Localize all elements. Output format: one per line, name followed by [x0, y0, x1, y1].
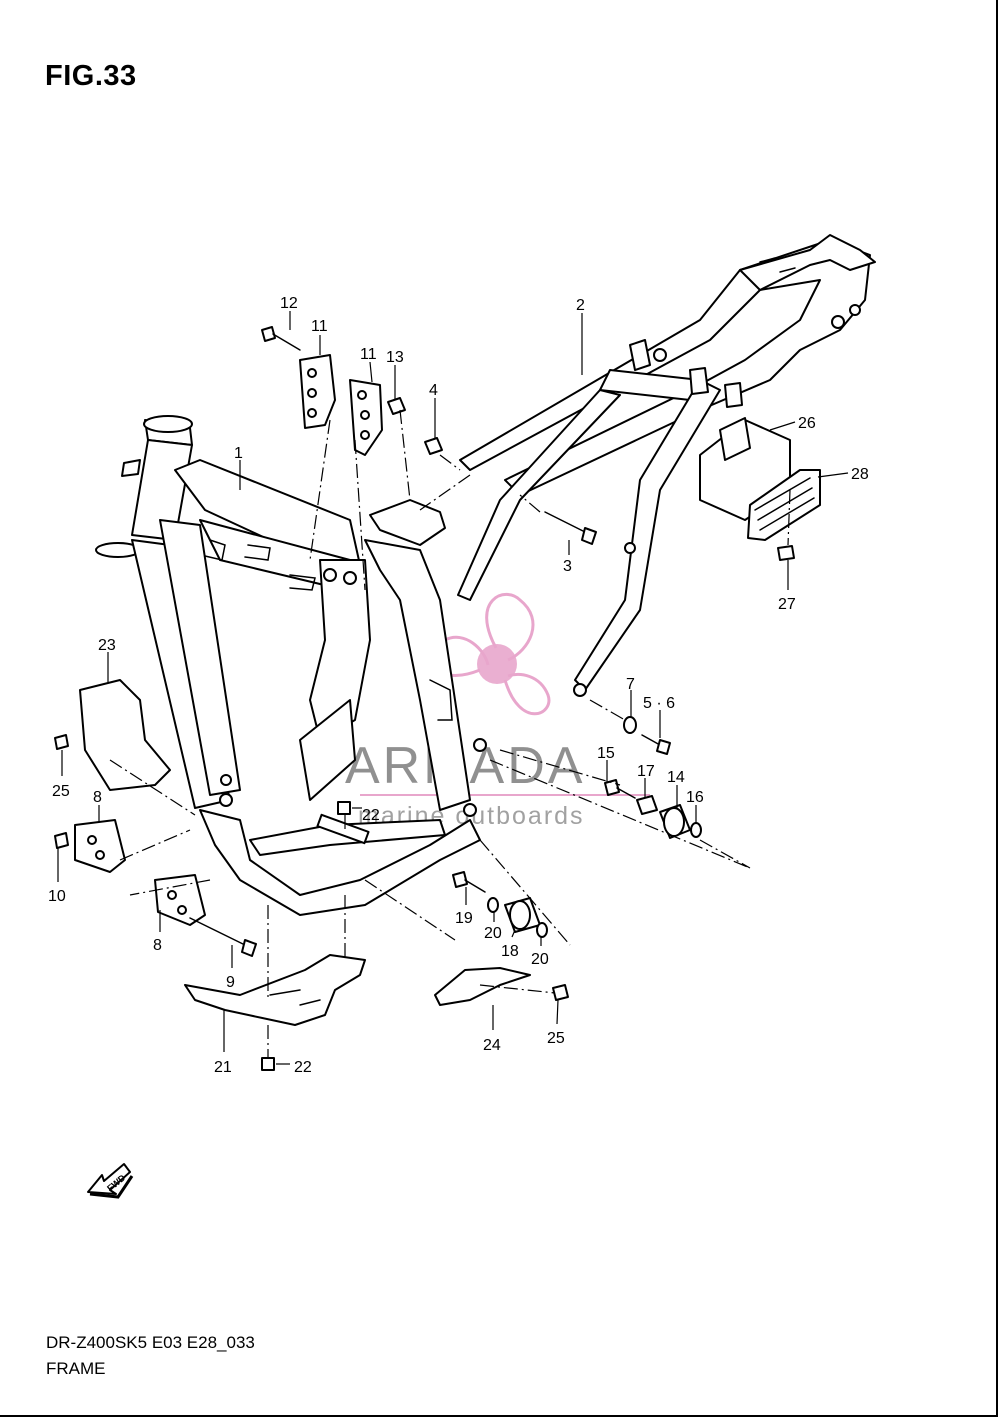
callout-20-right: 20	[531, 951, 549, 968]
callout-24: 24	[483, 1037, 501, 1054]
rear-subframe	[457, 234, 876, 697]
bushing-14	[659, 804, 691, 839]
callout-20-left: 20	[484, 925, 502, 942]
callout-4: 4	[429, 382, 438, 399]
callout-16: 16	[686, 789, 704, 806]
bolt-27	[777, 545, 795, 561]
watermark-logo: ARMADA marine outboards	[345, 592, 650, 830]
callout-13: 13	[386, 349, 404, 366]
callout-14: 14	[667, 769, 685, 786]
engine-mount-plate-8-upper	[74, 819, 126, 873]
bolt-25-right	[552, 984, 569, 1001]
callout-2: 2	[576, 297, 585, 314]
leader-lines	[57, 311, 849, 1065]
washer-20-left	[487, 897, 499, 913]
nut-4	[424, 437, 443, 455]
callout-17: 17	[637, 763, 655, 780]
bolt-5-6	[641, 734, 671, 755]
assembly-lines	[109, 409, 791, 1058]
callout-11-right: 11	[360, 346, 377, 363]
bolt-9	[189, 917, 257, 957]
washer-7	[623, 716, 637, 734]
bolt-22-upper	[337, 801, 351, 815]
figure-code: DR-Z400SK5 E03 E28_033	[46, 1333, 255, 1352]
nut-13	[387, 397, 406, 415]
callout-5-6: 5 · 6	[643, 695, 675, 712]
callout-7: 7	[626, 676, 635, 693]
callout-1: 1	[234, 445, 243, 462]
callout-25-left: 25	[52, 783, 70, 800]
callout-numbers: 1 2 3 4 5 · 6 7 8 8 9 10 11 11 12 13 14 …	[48, 295, 869, 1076]
callout-11-left: 11	[311, 318, 328, 335]
bolt-22-lower	[261, 1057, 275, 1071]
callout-18: 18	[501, 943, 519, 960]
ecu-assembly	[699, 417, 821, 541]
washer-20-right	[536, 922, 548, 938]
callout-22-upper: 22	[362, 807, 380, 824]
watermark-hub	[477, 644, 517, 684]
callout-28: 28	[851, 466, 869, 483]
callout-12: 12	[280, 295, 298, 312]
callout-21: 21	[214, 1059, 232, 1076]
callout-3: 3	[563, 558, 572, 575]
figure-name: FRAME	[46, 1359, 106, 1378]
callout-8-upper: 8	[93, 789, 102, 806]
bushing-18	[504, 897, 541, 933]
callout-22-lower: 22	[294, 1059, 312, 1076]
bolt-19	[452, 871, 486, 893]
washer-16	[690, 822, 702, 838]
callout-26: 26	[798, 415, 816, 432]
guard-24	[434, 967, 531, 1006]
collar-17	[636, 795, 658, 815]
skid-plate-21	[184, 954, 366, 1026]
forward-direction-arrow: FWD	[87, 1163, 134, 1199]
callout-25-right: 25	[547, 1030, 565, 1047]
top-mount-bracket	[369, 499, 446, 546]
bolt-12	[261, 326, 301, 351]
bolt-15	[604, 779, 636, 799]
figure-title: FIG.33	[45, 60, 137, 92]
callout-10: 10	[48, 888, 66, 905]
callout-8-lower: 8	[153, 937, 162, 954]
engine-guard-23	[79, 679, 171, 791]
callout-15: 15	[597, 745, 615, 762]
callout-19: 19	[455, 910, 473, 927]
callout-9: 9	[226, 974, 235, 991]
callout-27: 27	[778, 596, 796, 613]
main-frame	[95, 415, 487, 916]
nut-10	[54, 832, 69, 849]
bolt-25-left	[54, 734, 69, 750]
bolt-3	[544, 511, 597, 545]
bracket-11-left	[299, 354, 336, 429]
callout-23: 23	[98, 637, 116, 654]
